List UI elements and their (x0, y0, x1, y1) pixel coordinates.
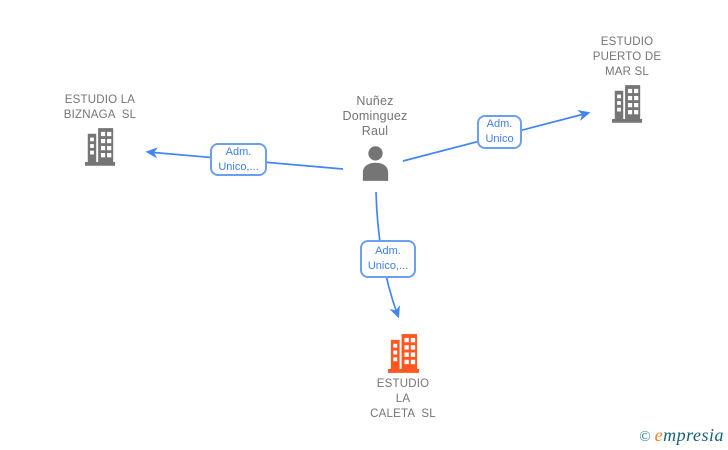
building-icon[interactable] (387, 332, 420, 373)
brand-rest: mpresia (663, 425, 724, 445)
company-node-estudio-la-caleta[interactable]: ESTUDIO LA CALETA SL (343, 332, 463, 422)
person-icon[interactable] (359, 145, 392, 181)
building-icon[interactable] (611, 83, 643, 123)
company-node-estudio-puerto-de-mar[interactable]: ESTUDIO PUERTO DE MAR SL (567, 35, 687, 123)
person-node-nunez-dominguez-raul[interactable]: Nuñez Dominguez Raul (304, 94, 446, 181)
company-name-estudio-la-caleta[interactable]: ESTUDIO LA CALETA SL (370, 378, 436, 420)
company-name-estudio-puerto-de-mar[interactable]: ESTUDIO PUERTO DE MAR SL (592, 36, 662, 78)
company-node-estudio-la-biznaga[interactable]: ESTUDIO LA BIZNAGA SL (40, 93, 160, 166)
empresia-wordmark: empresia (655, 425, 724, 446)
company-name-estudio-la-biznaga[interactable]: ESTUDIO LA BIZNAGA SL (63, 94, 137, 121)
edge-label-adm-unico-biznaga[interactable]: Adm. Unico,... (210, 143, 267, 176)
building-icon[interactable] (84, 126, 116, 166)
copyright-icon: © (639, 429, 651, 445)
edge-label-adm-unico-puerto[interactable]: Adm. Unico (477, 115, 522, 149)
person-name[interactable]: Nuñez Dominguez Raul (342, 94, 408, 138)
edge-label-adm-unico-caleta[interactable]: Adm. Unico,... (360, 240, 416, 278)
brand-first-letter: e (654, 425, 664, 445)
empresia-logo[interactable]: © empresia (639, 425, 724, 446)
